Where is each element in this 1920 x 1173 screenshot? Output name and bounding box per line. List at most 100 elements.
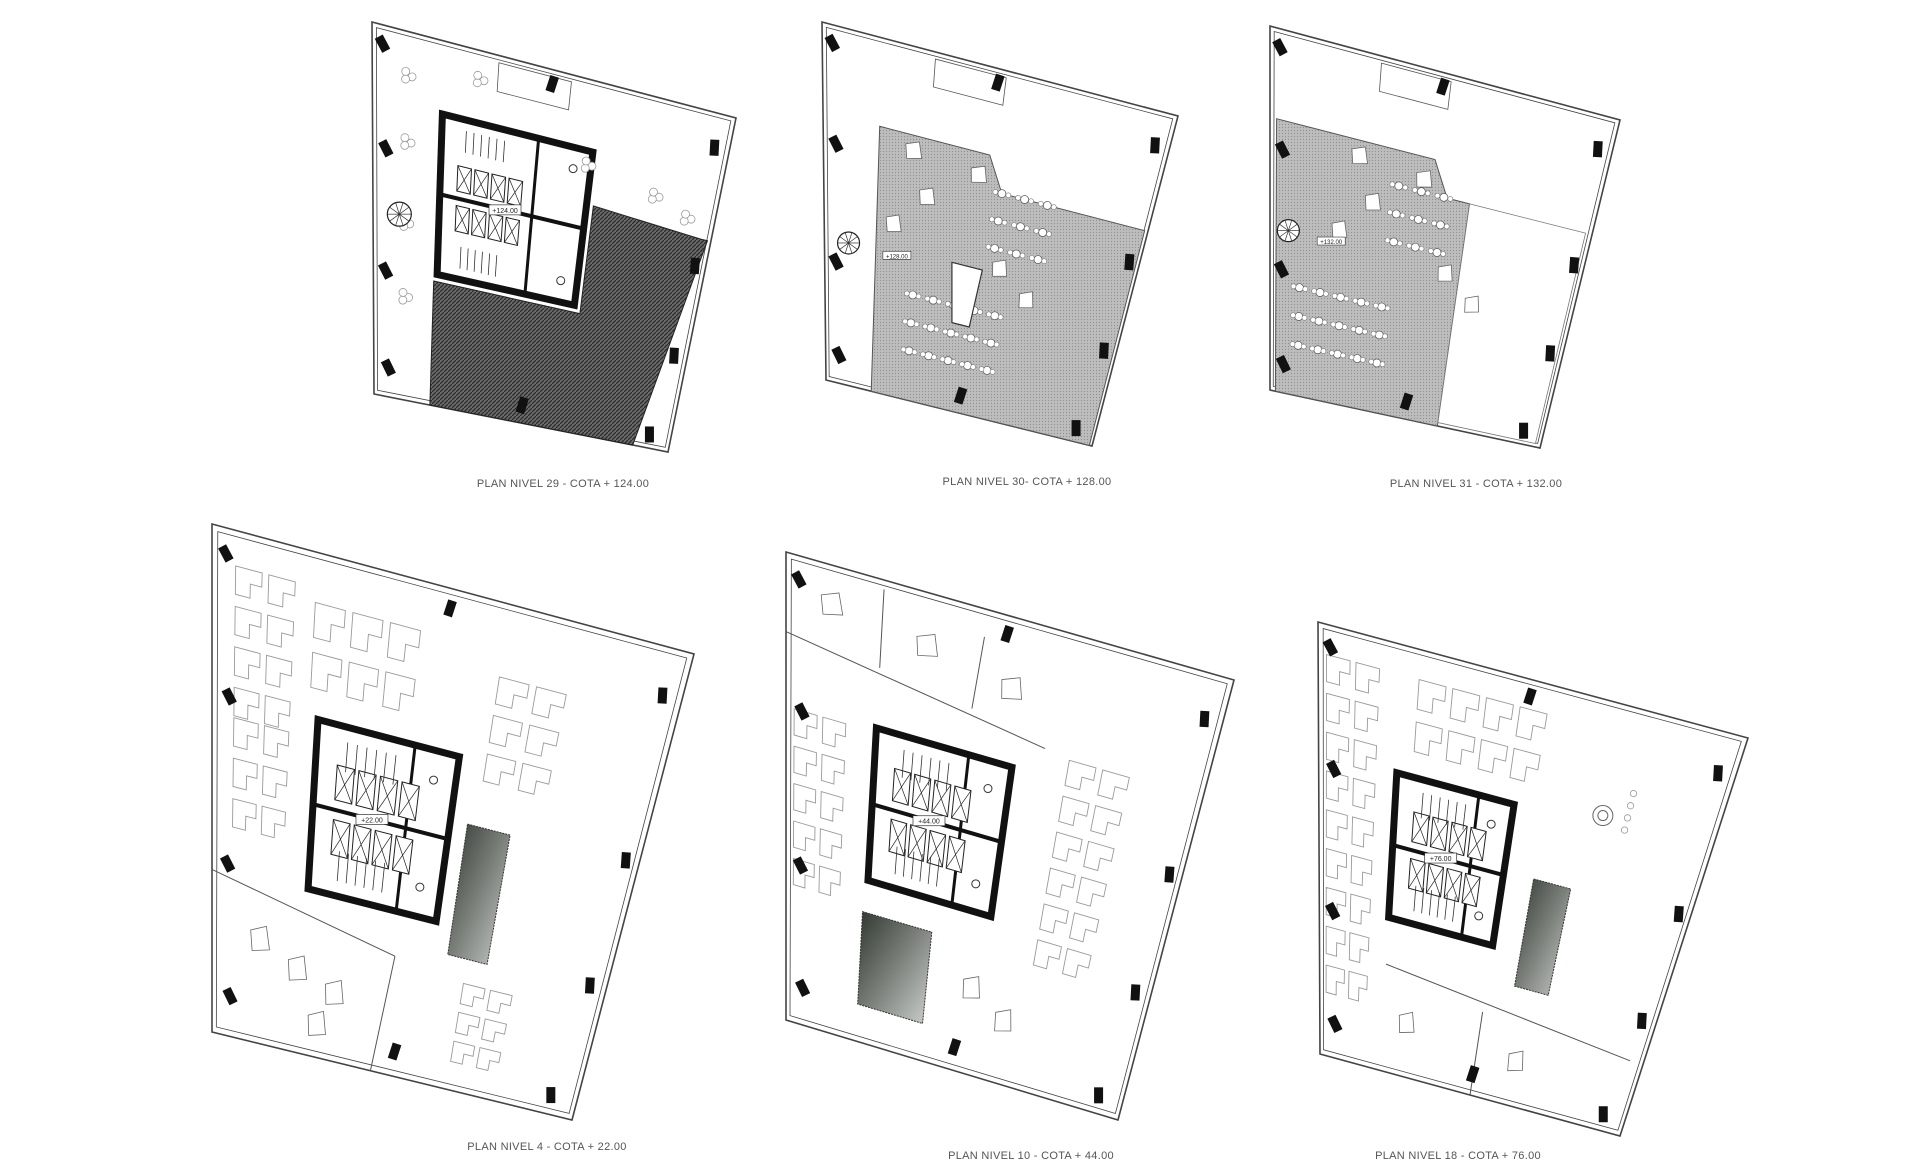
stair-tread	[1445, 799, 1450, 826]
column	[378, 139, 394, 158]
column	[1592, 140, 1603, 158]
cafe-chair	[1041, 258, 1048, 264]
atrium-void	[857, 910, 933, 1025]
column	[222, 986, 238, 1006]
cafe-chair	[1001, 219, 1008, 226]
planter	[933, 58, 1007, 106]
bar-counter	[951, 261, 984, 328]
elevator-cross	[888, 823, 908, 852]
cafe-chair	[922, 323, 928, 330]
caption-n10: PLAN NIVEL 10 - COTA + 44.00	[948, 1150, 1114, 1162]
stair-tread	[1454, 802, 1458, 828]
column	[1325, 901, 1341, 921]
lounge-seat	[647, 194, 657, 204]
lounge-seat	[400, 133, 410, 143]
desk-cluster	[1445, 730, 1476, 765]
cafe-chair	[1389, 181, 1396, 188]
stair-tread	[354, 856, 358, 886]
cafe-table	[908, 290, 918, 300]
column	[1545, 345, 1556, 362]
cafe-chair	[933, 326, 940, 333]
column	[644, 426, 654, 443]
stair-tread	[473, 250, 476, 272]
elevator-cross	[892, 772, 911, 801]
hatched-roof-area	[429, 205, 709, 446]
stair-tread	[1436, 892, 1440, 918]
column	[1713, 765, 1723, 782]
cafe-chair	[953, 331, 960, 338]
elevator-cross	[473, 172, 489, 196]
cafe-chair	[973, 336, 980, 343]
stair-tread	[480, 251, 483, 274]
desk-cluster	[821, 716, 847, 748]
lounge-seat	[401, 66, 411, 76]
column	[1164, 866, 1175, 883]
spiral-tread	[848, 242, 853, 254]
column	[1272, 38, 1288, 57]
core-wall	[1459, 794, 1481, 938]
column	[1000, 625, 1014, 644]
desk-cluster	[1325, 731, 1350, 764]
column	[689, 257, 700, 275]
floor-plan-n30: +128.00	[821, 20, 1179, 447]
desk-cluster	[1326, 653, 1351, 686]
cafe-chair	[936, 298, 942, 305]
cafe-chair	[1343, 295, 1350, 302]
desk-cluster	[382, 671, 416, 712]
desk-cluster	[1354, 700, 1379, 733]
stair-tread	[1444, 894, 1448, 920]
cafe-chair	[1424, 190, 1431, 197]
partition-wall	[971, 636, 985, 709]
lounge-table	[1507, 1050, 1524, 1072]
stair-tread	[383, 752, 387, 783]
partition-wall	[879, 589, 885, 668]
desk-cluster	[233, 646, 261, 680]
column	[947, 1038, 962, 1057]
core-wall	[433, 109, 597, 310]
open-deck	[1437, 203, 1587, 445]
cafe-chair	[1434, 192, 1441, 199]
lounge-seat	[401, 74, 410, 84]
cafe-chair	[1320, 348, 1327, 354]
cafe-table	[1016, 222, 1025, 232]
level-tag-box	[882, 251, 912, 260]
desk-cluster	[1509, 747, 1541, 782]
cafe-chair	[1409, 215, 1415, 221]
cafe-table	[924, 351, 933, 361]
cafe-chair	[1341, 324, 1348, 330]
cafe-chair	[1402, 184, 1409, 191]
lounge-table	[905, 141, 923, 159]
spiral-tread	[1284, 220, 1289, 231]
cafe-table	[986, 338, 996, 348]
cafe-chair	[1427, 248, 1434, 254]
desk-cluster	[475, 1047, 502, 1072]
partition-wall	[369, 956, 396, 1071]
cafe-chair	[1029, 255, 1035, 261]
spiral-tread	[848, 232, 853, 244]
lounge-seat	[681, 209, 690, 219]
elevator-cross	[926, 834, 946, 863]
cafe-chair	[993, 341, 1000, 348]
cafe-table	[990, 244, 999, 253]
cafe-chair	[959, 361, 965, 367]
spiral-tread	[1279, 230, 1289, 238]
column	[545, 74, 559, 93]
cafe-chair	[1364, 300, 1370, 307]
desk-cluster	[1325, 848, 1348, 880]
spiral-tread	[848, 242, 858, 250]
partition-wall	[1385, 963, 1631, 1062]
spiral-tread	[844, 232, 849, 244]
desk-cluster	[349, 611, 384, 653]
cafe-chair	[982, 338, 988, 345]
desk-cluster	[486, 989, 513, 1014]
level-tag-box	[488, 204, 522, 216]
desk-cluster	[1477, 738, 1509, 774]
cafe-chair	[1373, 302, 1379, 309]
cafe-chair	[1302, 286, 1309, 292]
lounge-ring	[1592, 805, 1614, 827]
desk-cluster	[1076, 876, 1107, 907]
cafe-chair	[1359, 357, 1366, 363]
spiral-tread	[1288, 220, 1293, 231]
desk-cluster	[233, 686, 260, 720]
column	[824, 33, 841, 53]
